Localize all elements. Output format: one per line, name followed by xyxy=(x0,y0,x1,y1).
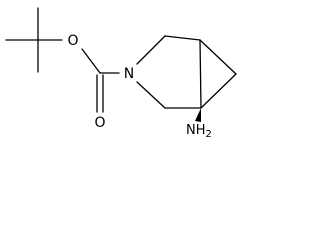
bond-cyclopropane-upper xyxy=(199,39,237,75)
wedge-bond-to-amine xyxy=(195,108,201,122)
bond-nitrogen-to-lower-ch2 xyxy=(136,81,166,109)
ring-nitrogen-label: N xyxy=(124,66,134,82)
amine-nh-text: NH xyxy=(186,123,206,138)
amine-label: NH2 xyxy=(186,123,212,140)
bond-bridgehead-fusion xyxy=(199,39,202,109)
bond-cyclopropane-lower xyxy=(200,73,237,109)
bond-oxygen-to-carbonyl xyxy=(81,48,101,74)
structure-diagram: O O N NH2 xyxy=(5,7,237,140)
bond-nitrogen-to-upper-ch2 xyxy=(136,35,166,65)
carbonyl-oxygen-label: O xyxy=(94,115,105,131)
bond-upper-ch2-to-bridgehead xyxy=(164,35,201,41)
ester-oxygen-label: O xyxy=(67,33,78,49)
amine-subscript: 2 xyxy=(206,129,212,140)
